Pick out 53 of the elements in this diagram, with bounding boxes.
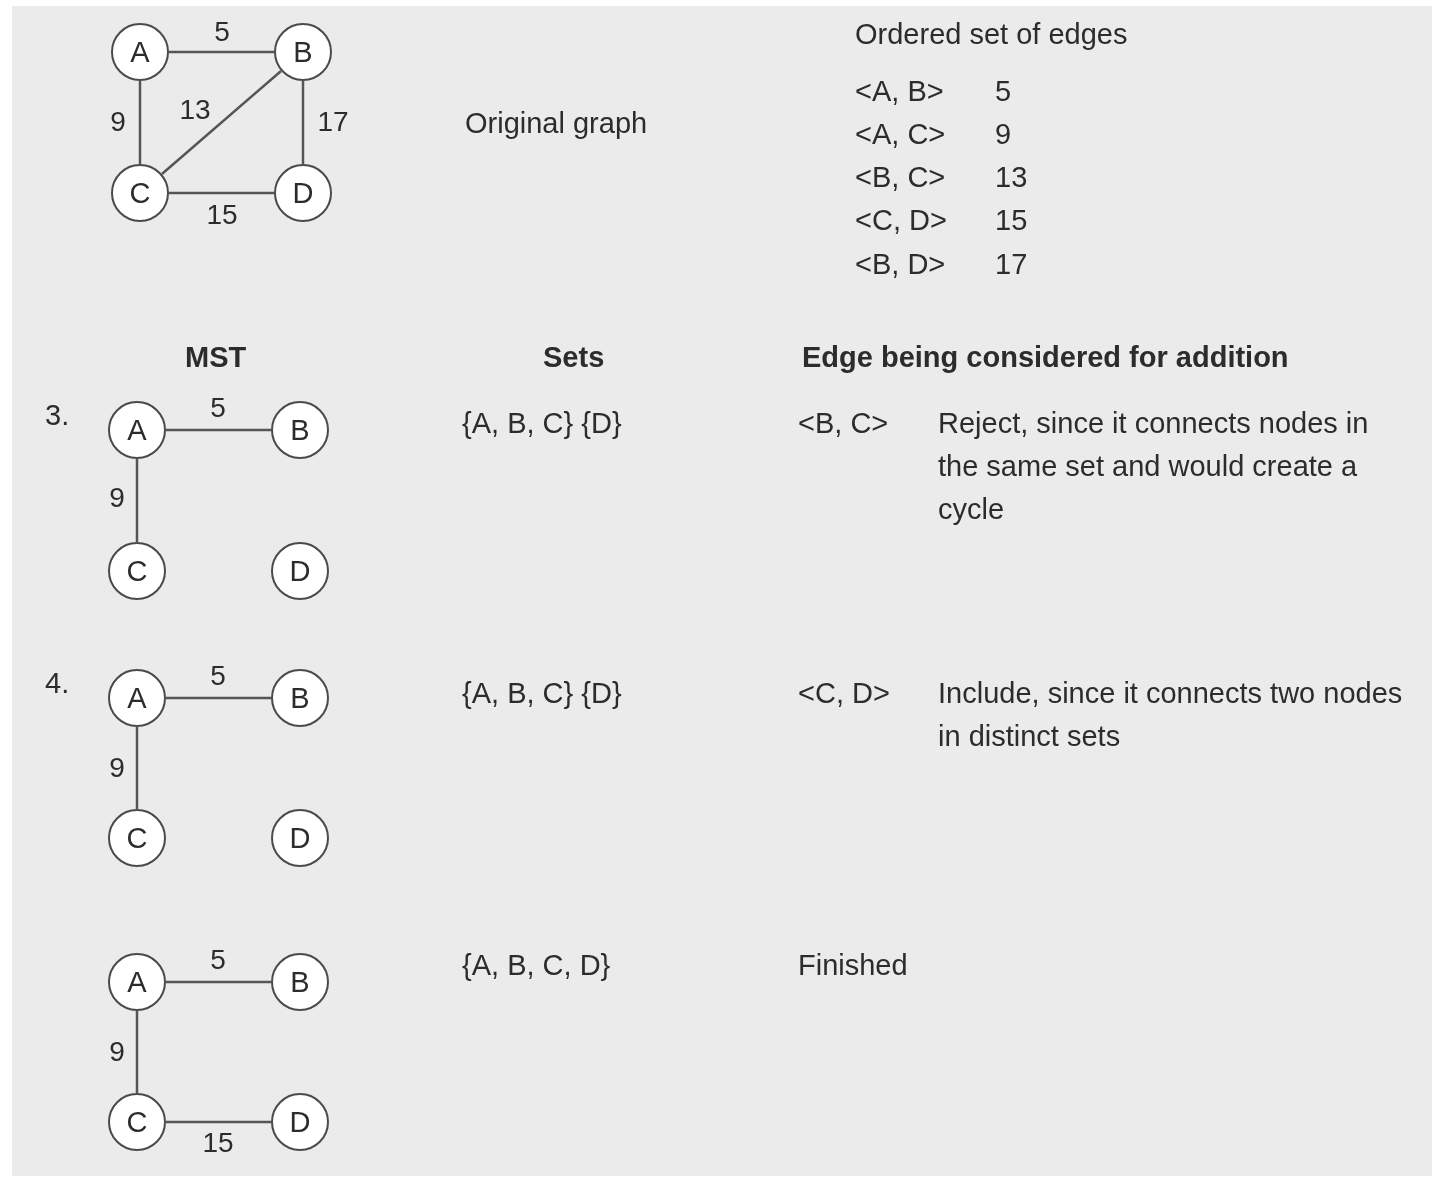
graph-node: B bbox=[271, 401, 329, 459]
graph-node: A bbox=[111, 23, 169, 81]
text-label: 3. bbox=[45, 398, 70, 433]
graph-edge bbox=[166, 1120, 271, 1124]
graph-node: A bbox=[108, 669, 166, 727]
text-label: {A, B, C, D} bbox=[462, 948, 611, 983]
text-label: <B, C> bbox=[798, 406, 889, 441]
graph-edge bbox=[135, 459, 139, 542]
graph-node: B bbox=[271, 669, 329, 727]
graph-node: D bbox=[271, 809, 329, 867]
graph-node: C bbox=[108, 542, 166, 600]
graph-node: D bbox=[271, 542, 329, 600]
text-label: <C, D> bbox=[855, 203, 947, 238]
text-label: Finished bbox=[798, 948, 908, 983]
text-label: 4. bbox=[45, 666, 70, 701]
text-label: <B, D> bbox=[855, 247, 946, 282]
graph-node: A bbox=[108, 401, 166, 459]
graph-edge bbox=[169, 50, 274, 54]
column-heading: Edge being considered for addition bbox=[802, 340, 1289, 375]
graph-edge bbox=[135, 1011, 139, 1093]
graph-node: B bbox=[274, 23, 332, 81]
text-label: Ordered set of edges bbox=[855, 17, 1128, 52]
text-label: 13 bbox=[995, 160, 1028, 195]
graph-edge bbox=[166, 696, 271, 700]
text-label: <C, D> bbox=[798, 676, 890, 711]
text-label: {A, B, C} {D} bbox=[462, 406, 622, 441]
graph-edge bbox=[166, 980, 271, 984]
graph-edge bbox=[169, 191, 274, 195]
text-label: Original graph bbox=[465, 106, 648, 141]
text-label: <A, C> bbox=[855, 117, 946, 152]
graph-node: B bbox=[271, 953, 329, 1011]
graph-node: D bbox=[271, 1093, 329, 1151]
note-text: Include, since it connects two nodes in distinct sets bbox=[938, 676, 1404, 754]
graph-edge bbox=[138, 81, 142, 164]
graph-node: A bbox=[108, 953, 166, 1011]
text-label: 9 bbox=[995, 117, 1012, 152]
graph-node: C bbox=[108, 1093, 166, 1151]
text-label: 17 bbox=[995, 247, 1028, 282]
text-label: 5 bbox=[995, 74, 1012, 109]
text-label: <A, B> bbox=[855, 74, 944, 109]
graph-edge bbox=[166, 428, 271, 432]
column-heading: MST bbox=[185, 340, 247, 375]
text-label: {A, B, C} {D} bbox=[462, 676, 622, 711]
text-label: 15 bbox=[995, 203, 1028, 238]
graph-edge bbox=[301, 81, 305, 164]
graph-edge bbox=[161, 70, 282, 175]
graph-node: C bbox=[108, 809, 166, 867]
graph-node: C bbox=[111, 164, 169, 222]
graph-edge bbox=[135, 727, 139, 809]
text-label: <B, C> bbox=[855, 160, 946, 195]
note-text: Reject, since it connects nodes in the same set and would create a cycle bbox=[938, 406, 1370, 527]
column-heading: Sets bbox=[543, 340, 605, 375]
graph-node: D bbox=[274, 164, 332, 222]
